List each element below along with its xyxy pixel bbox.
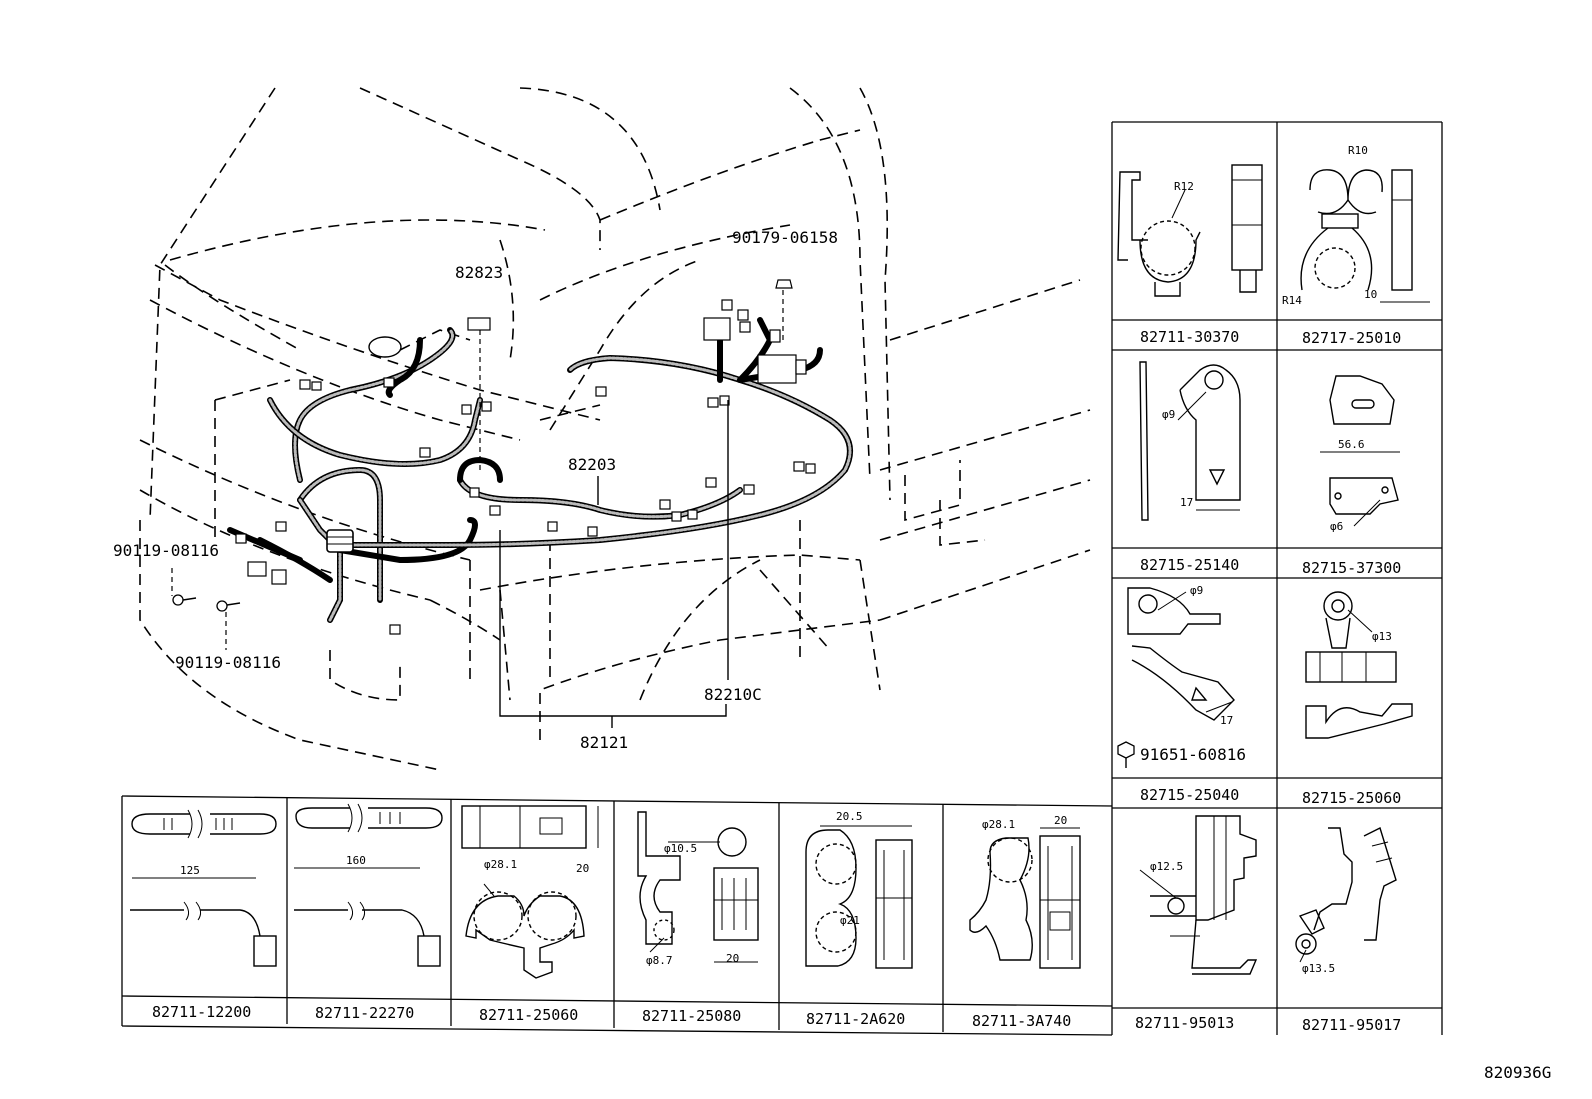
caption-82717-25010: 82717-25010	[1302, 329, 1401, 347]
dim-82711-25060-20: 20	[576, 862, 589, 875]
caption-82715-25140: 82715-25140	[1140, 556, 1239, 574]
dim-82715-37300-56-6: 56.6	[1338, 438, 1365, 451]
leader-lines	[171, 290, 784, 728]
label-90119-08116-lower: 90119-08116	[175, 653, 281, 672]
part-82711-95013: φ12.5 82711-95013	[1135, 815, 1258, 1032]
caption-82711-95013: 82711-95013	[1135, 1014, 1234, 1032]
part-82711-2A620: 20.5 φ21 82711-2A620	[805, 810, 913, 1028]
caption-82715-25040: 82715-25040	[1140, 786, 1239, 804]
grommet	[326, 529, 354, 553]
main-labels: 90179-06158 82823 82203 90119-08116 9011…	[113, 228, 838, 752]
caption-82711-95017: 82711-95017	[1302, 1016, 1401, 1034]
caption-82711-25060-clamp: 82711-25060	[479, 1006, 578, 1024]
label-90179-06158: 90179-06158	[732, 228, 838, 247]
part-82711-25060-clamp: φ28.1 20 82711-25060	[461, 805, 599, 1024]
dim-82715-25140-phi9: φ9	[1162, 408, 1175, 421]
dim-82717-25010-r14: R14	[1282, 294, 1302, 307]
dim-82711-25060-phi28-1: φ28.1	[484, 858, 517, 871]
part-82711-25080: φ10.5 φ8.7 20 82711-25080	[637, 811, 759, 1025]
dim-82711-25080-phi10-5: φ10.5	[664, 842, 697, 855]
caption-82711-25080: 82711-25080	[642, 1007, 741, 1025]
bolt-91651-60816: 91651-60816	[1140, 745, 1246, 764]
label-82121: 82121	[580, 733, 628, 752]
caption-82715-25060: 82715-25060	[1302, 789, 1401, 807]
cab-outline	[139, 87, 1091, 771]
wire-harness-82121	[227, 317, 853, 623]
bottom-panel-grid	[121, 795, 1113, 1036]
dim-82715-25060-phi13: φ13	[1372, 630, 1392, 643]
part-82711-3A740: φ28.1 20 82711-3A740	[969, 814, 1081, 1030]
connectors	[235, 299, 816, 635]
dim-82711-95017-phi13-5: φ13.5	[1302, 962, 1335, 975]
dim-82711-12200-125: 125	[180, 864, 200, 877]
dim-82711-25080-phi8-7: φ8.7	[646, 954, 673, 967]
figure-id: 820936G	[1484, 1063, 1551, 1082]
dim-82715-25040-phi9: φ9	[1190, 584, 1203, 597]
part-82711-30370: R12 82711-30370	[1117, 164, 1263, 346]
part-82715-37300: 56.6 φ6 82715-37300	[1302, 375, 1401, 577]
part-82717-25010: R10 R14 10 82717-25010	[1282, 144, 1430, 347]
part-82711-22270: 160 82711-22270	[294, 803, 443, 1022]
caption-82715-37300: 82715-37300	[1302, 559, 1401, 577]
label-82203: 82203	[568, 455, 616, 474]
part-82711-12200: 125 82711-12200	[130, 809, 277, 1021]
dim-82711-3A740-20: 20	[1054, 814, 1067, 827]
label-82823: 82823	[455, 263, 503, 282]
caption-82711-30370: 82711-30370	[1140, 328, 1239, 346]
dim-82711-22270-160: 160	[346, 854, 366, 867]
dim-82717-25010-10: 10	[1364, 288, 1377, 301]
part-82715-25060: φ13 82715-25060	[1302, 591, 1413, 807]
dim-82711-3A740-phi28-1: φ28.1	[982, 818, 1015, 831]
label-90119-08116-upper: 90119-08116	[113, 541, 219, 560]
dim-82711-25080-20: 20	[726, 952, 739, 965]
dim-82711-30370-r12: R12	[1174, 180, 1194, 193]
part-82715-25140: φ9 17 82715-25140	[1139, 361, 1241, 574]
caption-82711-22270: 82711-22270	[315, 1004, 414, 1022]
dim-82715-37300-phi6: φ6	[1330, 520, 1343, 533]
dim-82711-2A620-phi21: φ21	[840, 914, 860, 927]
part-82715-25040: φ9 17 91651-60816 82715-25040	[1117, 584, 1246, 804]
right-panel-grid	[1111, 121, 1443, 1035]
dim-82715-25140-17: 17	[1180, 496, 1193, 509]
dim-82717-25010-r10: R10	[1348, 144, 1368, 157]
dim-82711-2A620-20-5: 20.5	[836, 810, 863, 823]
dim-82711-95013-phi12-5: φ12.5	[1150, 860, 1183, 873]
part-82711-95017: φ13.5 82711-95017	[1295, 827, 1401, 1034]
dim-82715-25040-17: 17	[1220, 714, 1233, 727]
label-82210c: 82210C	[704, 685, 762, 704]
bolt-icons	[172, 279, 793, 612]
reservoir-cap	[368, 336, 402, 358]
caption-82711-2A620: 82711-2A620	[806, 1010, 905, 1028]
caption-82711-12200: 82711-12200	[152, 1003, 251, 1021]
caption-82711-3A740: 82711-3A740	[972, 1012, 1071, 1030]
